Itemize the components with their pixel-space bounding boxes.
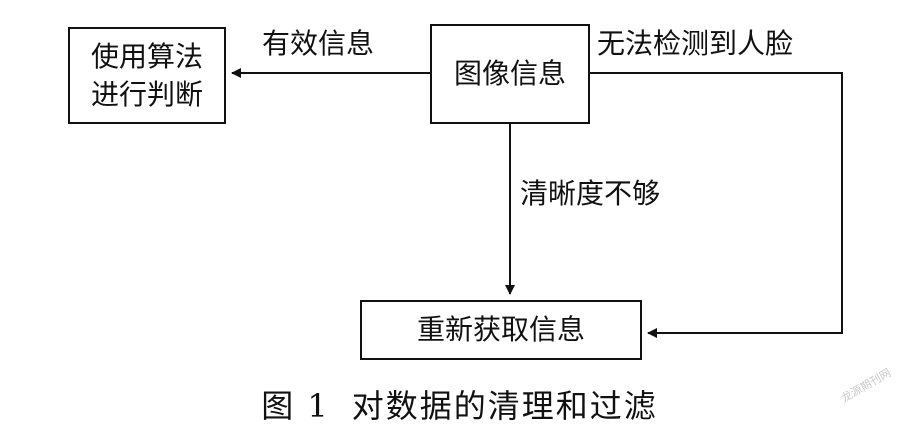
arrow-no-face bbox=[590, 72, 843, 338]
edge-label-valid-info: 有效信息 bbox=[262, 27, 375, 60]
figure-number: 图 1 bbox=[261, 387, 330, 425]
node-algorithm-line1: 使用算法 bbox=[90, 39, 203, 73]
node-algorithm-judgment: 使用算法 进行判断 bbox=[68, 27, 226, 124]
edge-label-no-face: 无法检测到人脸 bbox=[597, 27, 794, 60]
figure-caption: 图 1 对数据的清理和过滤 bbox=[0, 390, 919, 422]
node-image-info-label: 图像信息 bbox=[453, 57, 566, 91]
edge-label-insufficient-clarity: 清晰度不够 bbox=[520, 177, 661, 210]
node-image-info: 图像信息 bbox=[430, 24, 590, 124]
node-algorithm-line2: 进行判断 bbox=[90, 77, 203, 111]
figure-title: 对数据的清理和过滤 bbox=[351, 387, 658, 425]
node-reacquire-label: 重新获取信息 bbox=[416, 313, 585, 347]
node-reacquire-info: 重新获取信息 bbox=[360, 300, 642, 360]
